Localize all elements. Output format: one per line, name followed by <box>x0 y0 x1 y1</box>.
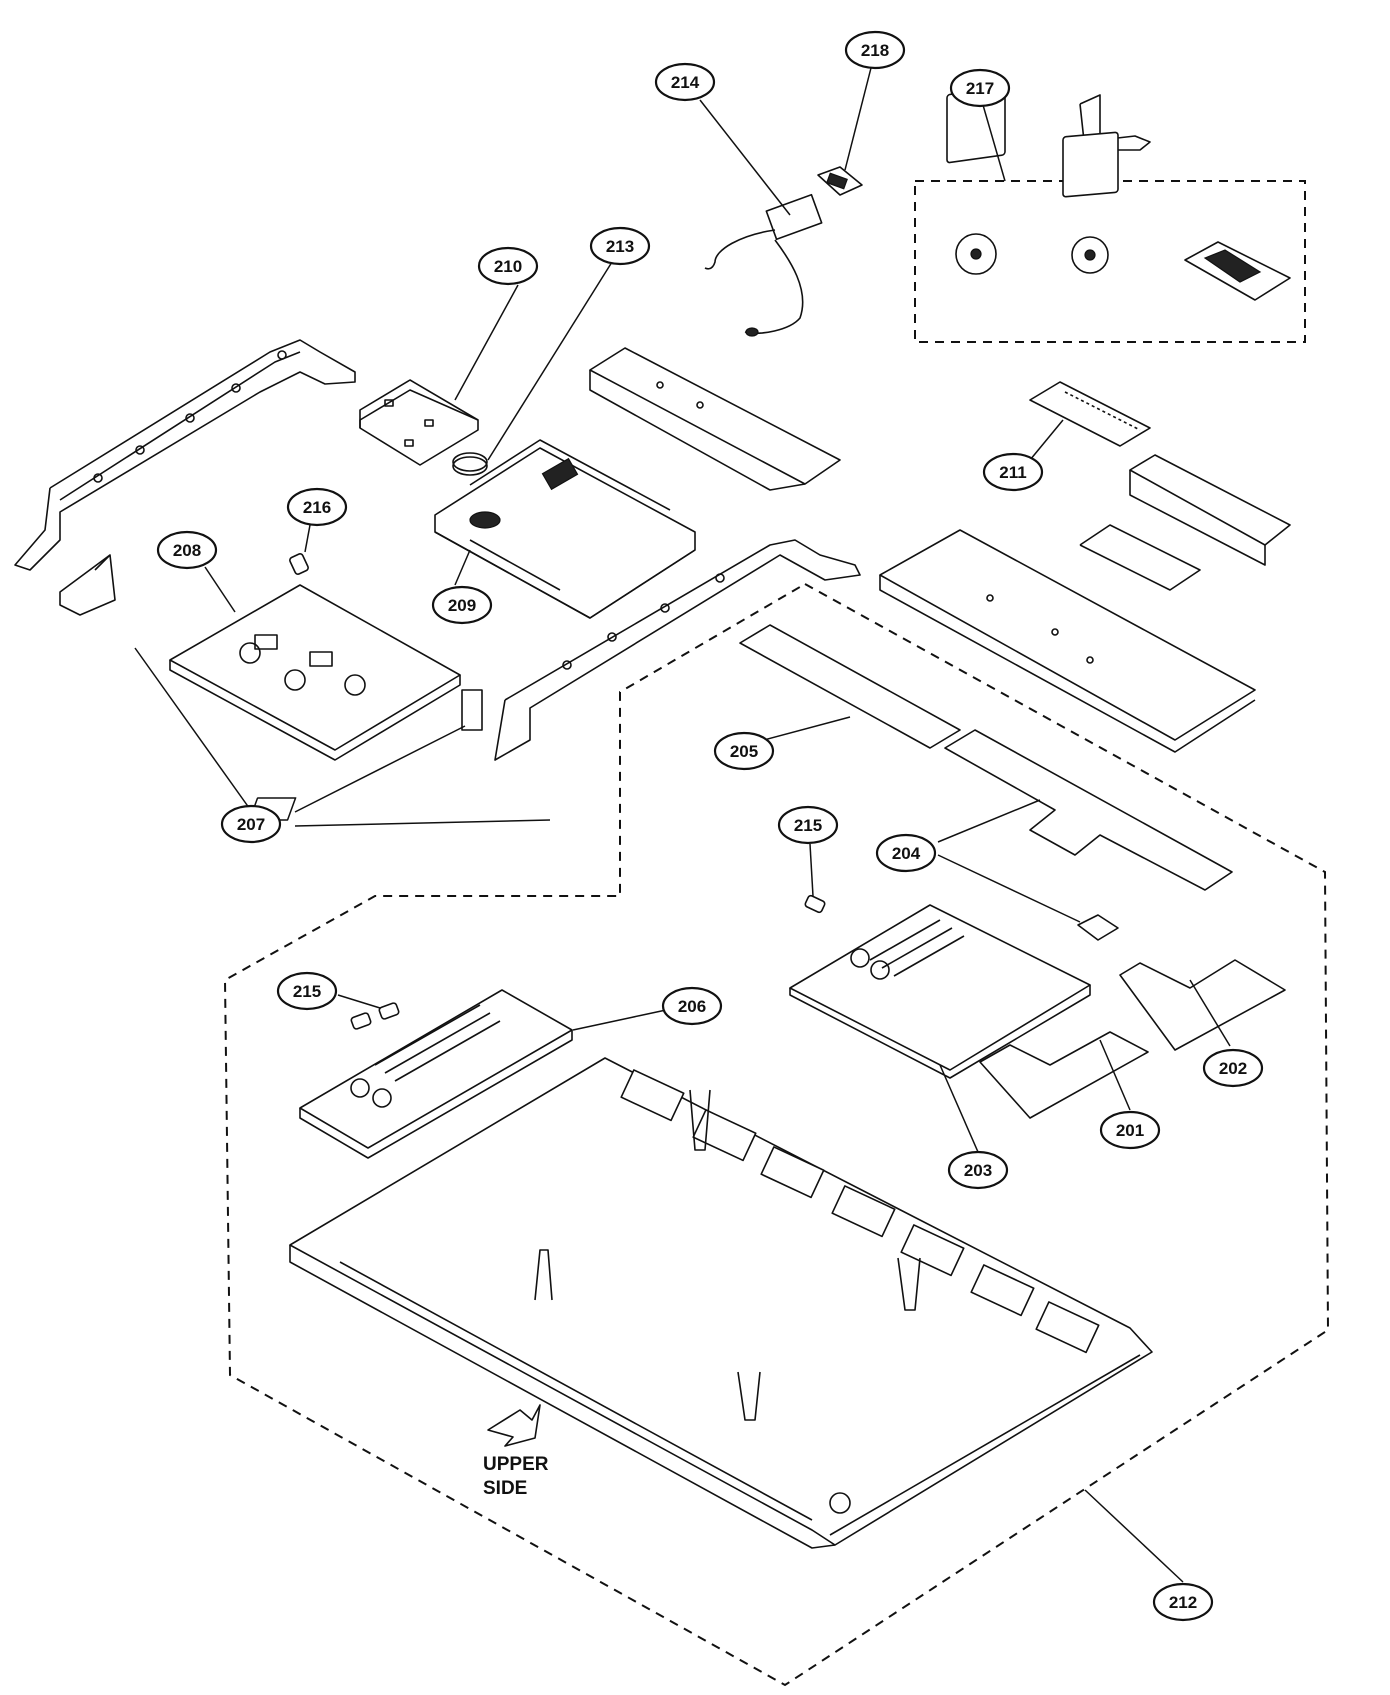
svg-text:213: 213 <box>606 237 634 256</box>
part-210-board <box>359 379 479 466</box>
part-216-standoff <box>289 553 309 575</box>
upper-side-label-line2: SIDE <box>483 1478 527 1499</box>
leader-lines <box>134 63 1231 1583</box>
svg-text:207: 207 <box>237 815 265 834</box>
part-204-shield <box>944 729 1233 891</box>
callout-201: 201 <box>1099 1110 1161 1150</box>
svg-text:201: 201 <box>1116 1121 1144 1140</box>
svg-text:203: 203 <box>964 1161 992 1180</box>
svg-text:217: 217 <box>966 79 994 98</box>
callout-212: 212 <box>1152 1582 1214 1622</box>
fan-group-217-boundary <box>914 180 1306 343</box>
callout-204: 204 <box>875 833 937 873</box>
part-215-standoff-b <box>350 1012 372 1030</box>
svg-text:215: 215 <box>293 982 321 1001</box>
svg-text:206: 206 <box>678 997 706 1016</box>
callout-203: 203 <box>947 1150 1009 1190</box>
part-203-board <box>789 904 1091 1079</box>
part-215-standoff-c <box>378 1002 400 1020</box>
svg-text:215: 215 <box>794 816 822 835</box>
chassis-connectors <box>620 1069 1100 1354</box>
callout-213: 213 <box>589 226 651 266</box>
callout-206: 206 <box>661 986 723 1026</box>
part-217-fan-2 <box>1062 131 1119 274</box>
callout-207: 207 <box>220 804 282 844</box>
part-207-pad-2 <box>461 689 483 731</box>
part-209-module <box>434 439 696 619</box>
part-206-riser-board <box>299 989 573 1159</box>
svg-text:202: 202 <box>1219 1059 1247 1078</box>
top-cover-plate <box>879 529 1256 753</box>
part-205-shield <box>739 624 961 749</box>
part-208-board <box>169 584 461 761</box>
upper-side-label-line1: UPPER <box>483 1454 549 1475</box>
callout-210: 210 <box>477 246 539 286</box>
upper-side-arrow-icon <box>487 1404 541 1447</box>
callout-211: 211 <box>982 452 1044 492</box>
callout-208: 208 <box>156 530 218 570</box>
part-215-standoff-a <box>804 894 826 914</box>
svg-text:214: 214 <box>671 73 700 92</box>
part-214-power-cable <box>704 193 823 337</box>
callout-205: 205 <box>713 731 775 771</box>
callout-215-lower: 215 <box>276 971 338 1011</box>
svg-text:205: 205 <box>730 742 758 761</box>
callout-217: 217 <box>949 68 1011 108</box>
svg-text:210: 210 <box>494 257 522 276</box>
right-front-bracket <box>494 539 861 761</box>
callout-215-upper: 215 <box>777 805 839 845</box>
drive-holder <box>1079 454 1291 591</box>
callout-216: 216 <box>286 487 348 527</box>
part-204-pad <box>1077 914 1119 941</box>
callout-214: 214 <box>654 62 716 102</box>
svg-text:204: 204 <box>892 844 921 863</box>
svg-text:211: 211 <box>999 463 1026 482</box>
part-213-coin-battery <box>452 452 488 476</box>
svg-text:212: 212 <box>1169 1593 1197 1612</box>
assembly-212-boundary <box>223 582 1330 1687</box>
svg-text:209: 209 <box>448 596 476 615</box>
part-212-chassis-base <box>289 1057 1153 1549</box>
rear-panel-rail <box>589 347 841 491</box>
part-217-duct <box>1184 241 1291 301</box>
callout-218: 218 <box>844 30 906 70</box>
chassis-posts <box>534 1089 921 1514</box>
small-angle-bracket <box>59 554 116 616</box>
callout-202: 202 <box>1202 1048 1264 1088</box>
part-217-fan-1 <box>946 86 1006 275</box>
svg-text:218: 218 <box>861 41 889 60</box>
svg-text:216: 216 <box>303 498 331 517</box>
part-218-connector <box>817 166 863 196</box>
part-211-board <box>1029 381 1151 447</box>
part-202-shield <box>1119 959 1286 1051</box>
left-rear-bracket <box>14 339 356 571</box>
callout-209: 209 <box>431 585 493 625</box>
svg-text:208: 208 <box>173 541 201 560</box>
